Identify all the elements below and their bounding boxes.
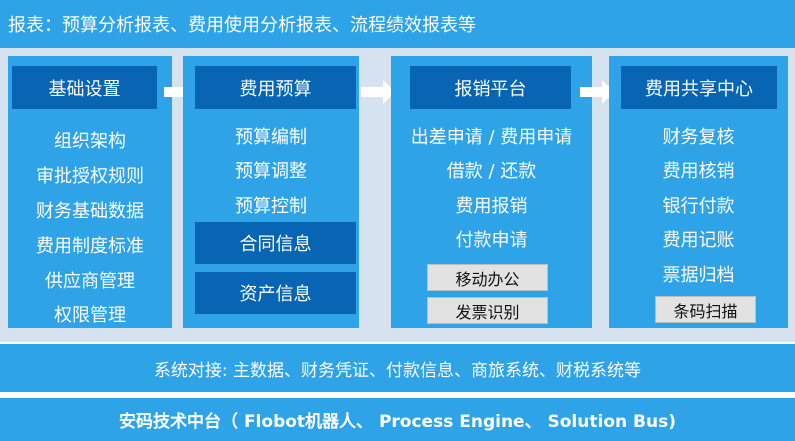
column-reimbursement-platform: 报销平台 出差申请 / 费用申请 借款 / 还款 费用报销 付款申请 移动办公 … (391, 56, 592, 328)
column-shared-service-center: 费用共享中心 财务复核 费用核销 银行付款 费用记账 票据归档 条码扫描 (609, 56, 788, 328)
item-finance-review: 财务复核 (662, 127, 735, 148)
item-approval-rules: 审批授权规则 (36, 166, 144, 187)
item-budget-control: 预算控制 (235, 196, 307, 217)
report-band: 报表：预算分析报表、费用使用分析报表、流程绩效报表等 (0, 0, 795, 48)
item-org-structure: 组织架构 (54, 131, 126, 152)
item-budget-compile: 预算编制 (235, 127, 307, 148)
item-loan-repay: 借款 / 还款 (446, 161, 537, 182)
arrow-right-icon (361, 80, 397, 104)
platform-band: 安码技术中台（ Flobot机器人、 Process Engine、 Solut… (0, 398, 795, 441)
box-asset-info: 资产信息 (195, 272, 356, 314)
item-payment-request: 付款申请 (455, 230, 528, 251)
item-travel-expense-request: 出差申请 / 费用申请 (410, 127, 573, 148)
item-budget-adjust: 预算调整 (235, 161, 307, 182)
item-expense-writeoff: 费用核销 (662, 161, 735, 182)
item-expense-reimburse: 费用报销 (455, 196, 528, 217)
item-expense-booking: 费用记账 (662, 230, 735, 251)
item-expense-standards: 费用制度标准 (36, 236, 144, 257)
column-expense-budget: 费用预算 预算编制 预算调整 预算控制 合同信息 资产信息 (183, 56, 359, 328)
tag-barcode-scan: 条码扫描 (655, 296, 756, 323)
item-supplier-mgmt: 供应商管理 (45, 271, 135, 292)
box-contract-info: 合同信息 (195, 222, 356, 264)
item-bank-payment: 银行付款 (662, 196, 735, 217)
platform-band-text: 安码技术中台（ Flobot机器人、 Process Engine、 Solut… (119, 412, 676, 432)
arrow-right-icon (580, 80, 616, 104)
integration-band-text: 系统对接: 主数据、财务凭证、付款信息、商旅系统、财税系统等 (153, 360, 642, 381)
item-finance-data: 财务基础数据 (36, 201, 144, 222)
report-band-text: 报表：预算分析报表、费用使用分析报表、流程绩效报表等 (8, 15, 476, 36)
tag-mobile-office: 移动办公 (427, 264, 548, 291)
item-permission-mgmt: 权限管理 (54, 305, 126, 326)
column-basic-settings: 基础设置 组织架构 审批授权规则 财务基础数据 费用制度标准 供应商管理 权限管… (8, 56, 172, 328)
tag-invoice-ocr: 发票识别 (427, 297, 548, 324)
item-receipt-archive: 票据归档 (662, 265, 735, 286)
header-basic-settings: 基础设置 (12, 66, 157, 109)
header-reimbursement-platform: 报销平台 (410, 66, 571, 109)
header-expense-budget: 费用预算 (195, 66, 356, 109)
integration-band: 系统对接: 主数据、财务凭证、付款信息、商旅系统、财税系统等 (0, 344, 795, 392)
header-shared-service-center: 费用共享中心 (621, 66, 777, 109)
